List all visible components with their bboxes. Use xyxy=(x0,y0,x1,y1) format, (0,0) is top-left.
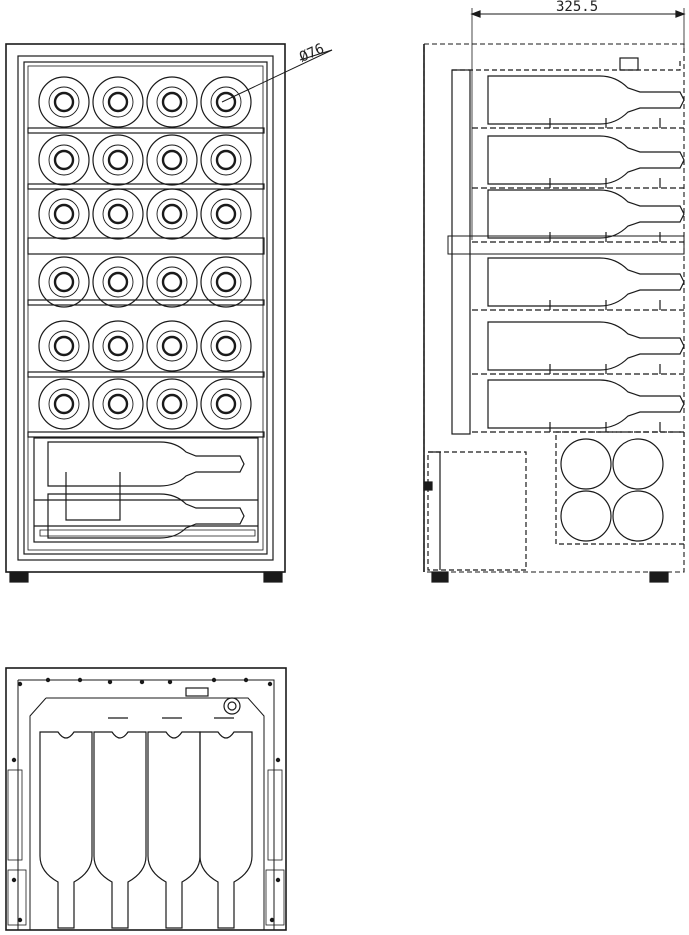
top-fastener-dots xyxy=(11,677,281,923)
fastener-dot xyxy=(267,681,273,687)
fastener-dot xyxy=(275,877,281,883)
fastener-dot xyxy=(139,679,145,685)
side-rack-bottle-ends xyxy=(560,438,664,542)
front-bottle xyxy=(200,134,252,186)
fastener-dot xyxy=(269,917,275,923)
top-bottle-outline xyxy=(93,731,147,929)
front-divider-shelf xyxy=(27,237,265,255)
top-view xyxy=(5,667,287,931)
drawer-bottle-2 xyxy=(47,493,245,539)
side-foot-left xyxy=(431,571,449,583)
front-bottle xyxy=(200,76,252,128)
fastener-dot xyxy=(11,877,17,883)
top-bottle-outlines xyxy=(39,731,253,929)
top-bottle-outline xyxy=(199,731,253,929)
front-bottle xyxy=(146,256,198,308)
side-cabinet-outline xyxy=(423,43,685,573)
front-bottle xyxy=(146,134,198,186)
front-bottle xyxy=(38,188,90,240)
side-bottom-rack xyxy=(555,431,685,545)
front-bottle xyxy=(200,320,252,372)
rack-bottle-end xyxy=(560,438,612,490)
side-bottle xyxy=(487,135,685,185)
fastener-dot xyxy=(17,681,23,687)
fastener-dot xyxy=(107,679,113,685)
rack-bottle-end xyxy=(612,438,664,490)
front-bottle xyxy=(38,320,90,372)
side-door-edge xyxy=(451,69,471,435)
front-bottle xyxy=(146,188,198,240)
front-glass-inner xyxy=(23,61,268,555)
front-bottle xyxy=(92,134,144,186)
front-shelf xyxy=(27,183,265,190)
diameter-leader-line xyxy=(221,49,333,103)
front-shelves xyxy=(27,127,265,438)
top-bottle-outline xyxy=(147,731,201,929)
diameter-label: Ø76 xyxy=(297,41,327,66)
front-bottle xyxy=(200,188,252,240)
fastener-dot xyxy=(211,677,217,683)
top-cabinet-outline xyxy=(5,667,287,931)
side-bottle xyxy=(487,257,685,307)
front-bottle xyxy=(200,378,252,430)
drawer-bottle-1 xyxy=(47,441,245,487)
fastener-dot xyxy=(11,757,17,763)
front-bottle xyxy=(92,188,144,240)
front-bottle xyxy=(92,378,144,430)
front-shelf xyxy=(27,431,265,438)
fastener-dot xyxy=(167,679,173,685)
front-bottle xyxy=(92,76,144,128)
top-drain-knob xyxy=(223,697,241,715)
side-bottle xyxy=(487,75,685,125)
front-shelf xyxy=(27,371,265,378)
rack-bottle-end xyxy=(560,490,612,542)
front-cabinet-outline xyxy=(5,43,286,573)
rack-bottle-end xyxy=(612,490,664,542)
front-bottle xyxy=(146,76,198,128)
side-bottle xyxy=(487,379,685,429)
front-bottle-grid xyxy=(38,76,252,430)
front-bottle xyxy=(200,256,252,308)
front-bottle xyxy=(146,378,198,430)
front-bottle xyxy=(38,378,90,430)
side-bottle xyxy=(487,189,685,239)
fastener-dot xyxy=(243,677,249,683)
fastener-dot xyxy=(17,917,23,923)
front-bottle xyxy=(38,76,90,128)
front-bottle xyxy=(38,134,90,186)
depth-dimension-label: 325.5 xyxy=(556,0,598,15)
side-foot-right xyxy=(649,571,669,583)
fastener-dot xyxy=(45,677,51,683)
front-foot-right xyxy=(263,571,283,583)
front-view: Ø76 xyxy=(5,41,333,583)
front-shelf xyxy=(27,127,265,134)
side-shelf-bottles xyxy=(472,75,685,433)
front-bottle xyxy=(92,256,144,308)
front-door-frame xyxy=(17,55,274,561)
fastener-dot xyxy=(275,757,281,763)
front-bottle xyxy=(38,256,90,308)
front-foot-left xyxy=(9,571,29,583)
fastener-dot xyxy=(77,677,83,683)
front-shelf xyxy=(27,299,265,306)
top-bottle-outline xyxy=(39,731,93,929)
side-view: 325.5 xyxy=(423,0,686,583)
front-bottom-drawer xyxy=(33,437,259,543)
compressor-compartment xyxy=(427,451,527,571)
side-bottle xyxy=(487,321,685,371)
front-bottle xyxy=(92,320,144,372)
front-bottle xyxy=(146,320,198,372)
